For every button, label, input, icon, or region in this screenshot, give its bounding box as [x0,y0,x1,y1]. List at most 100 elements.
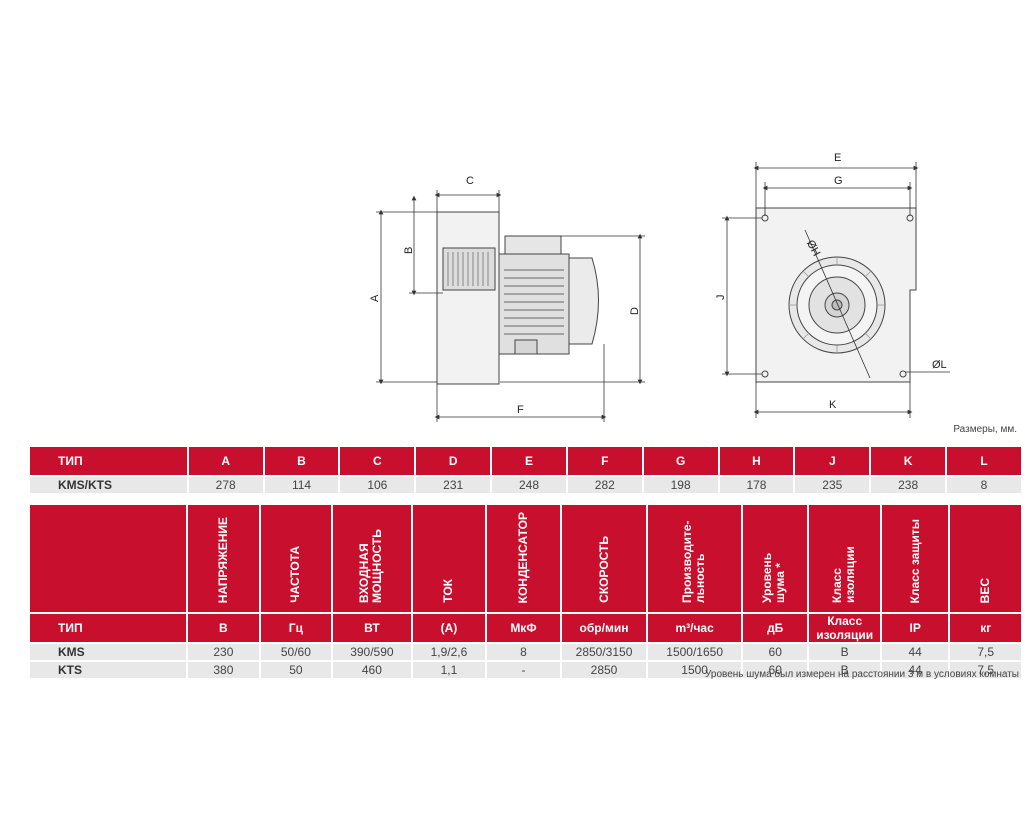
dims-header-cell: A [188,447,263,475]
params-unit-cell: ВТ [333,614,411,642]
dims-header-cell: H [719,447,794,475]
param-header-label: Производите-льность [679,520,707,603]
params-unit-cell: ТИП [30,614,187,642]
parameters-units-row: ТИП В Гц ВТ (A) МкФ обр/мин m³/час дБ Кл… [30,614,1021,642]
dims-cell: 198 [643,477,718,493]
dim-label-a: A [369,294,381,302]
dims-cell: 114 [264,477,339,493]
dims-header-cell: K [871,447,946,475]
params-cell: 2850/3150 [561,644,647,660]
params-header-cell: ВЕС [950,505,1021,612]
dims-cell: 8 [947,477,1021,493]
dims-header-cell: ТИП [30,447,187,475]
dims-header-cell: E [492,447,566,475]
params-header-cell: КОНДЕНСАТОР [487,505,560,612]
parameters-table: НАПРЯЖЕНИЕ ЧАСТОТА ВХОДНАЯ МОЩНОСТЬ ТОК … [28,503,1023,680]
dim-label-e: E [834,152,841,164]
params-header-cell: Класс изоляции [809,505,880,612]
params-unit-cell: m³/час [648,614,741,642]
params-header-cell: НАПРЯЖЕНИЕ [188,505,259,612]
noise-footnote: Уровень шума был измерен на расстоянии 3… [704,669,1019,680]
params-cell: 44 [881,662,949,678]
params-header-cell: ВХОДНАЯ МОЩНОСТЬ [333,505,411,612]
dims-cell: 231 [416,477,491,493]
params-cell: 2850 [561,662,647,678]
params-cell: 7,5 [950,662,1021,678]
params-cell: 460 [333,662,411,678]
params-header-cell: Производите-льность [648,505,741,612]
param-header-label: НАПРЯЖЕНИЕ [215,516,230,603]
params-cell: 1,1 [412,662,486,678]
param-header-label: ЧАСТОТА [288,546,303,603]
param-header-label: Класс защиты [907,518,922,603]
params-cell: 7,5 [950,644,1021,660]
params-cell: 8 [487,644,560,660]
param-header-label: СКОРОСТЬ [596,536,611,603]
param-header-label: Уровень шума * [760,552,788,603]
parameters-header-row: НАПРЯЖЕНИЕ ЧАСТОТА ВХОДНАЯ МОЩНОСТЬ ТОК … [30,505,1021,612]
dims-cell: KMS/KTS [30,477,187,493]
dims-cell: 238 [871,477,946,493]
dimensions-header-row: ТИП A B C D E F G H J K L [30,447,1021,475]
params-cell: 1,9/2,6 [412,644,486,660]
params-cell: 1500 [648,662,741,678]
dim-label-f: F [517,404,524,416]
dim-label-d: D [629,307,641,315]
param-header-label: КОНДЕНСАТОР [515,511,530,603]
params-header-cell [30,505,187,612]
params-header-cell: Уровень шума * [742,505,808,612]
dims-header-cell: J [795,447,870,475]
dims-header-cell: D [416,447,491,475]
dims-cell: 248 [492,477,566,493]
dim-label-j: J [715,295,727,301]
params-cell: 50/60 [260,644,332,660]
side-view [436,211,599,385]
dims-cell: 106 [340,477,415,493]
params-cell: 44 [881,644,949,660]
params-unit-cell: МкФ [487,614,560,642]
params-header-cell: СКОРОСТЬ [561,505,647,612]
params-unit-cell: (A) [412,614,486,642]
params-unit-cell: Гц [260,614,332,642]
params-cell: 60 [742,644,808,660]
params-cell: 50 [260,662,332,678]
param-header-label: ВХОДНАЯ МОЩНОСТЬ [356,529,384,603]
param-header-label: ТОК [441,579,456,603]
params-cell: 1500/1650 [648,644,741,660]
params-header-cell: ТОК [412,505,486,612]
dims-cell: 282 [567,477,642,493]
params-cell: - [487,662,560,678]
params-cell: 380 [188,662,259,678]
dim-label-k: K [829,399,837,411]
params-cell: 390/590 [333,644,411,660]
table-row: KTS 380 50 460 1,1 - 2850 1500 60 B 44 7… [30,662,1021,678]
dim-label-b: B [403,247,415,254]
param-header-label: Класс изоляции [829,546,857,603]
params-cell: KTS [30,662,187,678]
params-unit-cell: IP [881,614,949,642]
fan-technical-drawing: C A B D F E G ØH J K ØL [369,152,950,422]
params-cell: 230 [188,644,259,660]
params-unit-cell: дБ [742,614,808,642]
table-row: KMS/KTS 278 114 106 231 248 282 198 178 … [30,477,1021,493]
table-row: KMS 230 50/60 390/590 1,9/2,6 8 2850/315… [30,644,1021,660]
dims-header-cell: C [340,447,415,475]
dim-label-g: G [834,175,843,187]
params-cell: 60 [742,662,808,678]
params-unit-cell: кг [950,614,1021,642]
dims-cell: 178 [719,477,794,493]
params-header-cell: ЧАСТОТА [260,505,332,612]
dims-header-cell: G [643,447,718,475]
front-view [755,207,917,383]
dims-cell: 235 [795,477,870,493]
dims-cell: 278 [188,477,263,493]
params-unit-cell: Класс изоляции [809,614,880,642]
dimensions-table: ТИП A B C D E F G H J K L KMS/KTS 278 11… [28,445,1023,495]
dim-label-c: C [466,175,474,187]
dims-header-cell: B [264,447,339,475]
dim-label-l: ØL [932,359,947,371]
param-header-label: ВЕС [978,577,993,603]
units-note: Размеры, мм. [953,424,1017,435]
params-cell: KMS [30,644,187,660]
params-unit-cell: В [188,614,259,642]
